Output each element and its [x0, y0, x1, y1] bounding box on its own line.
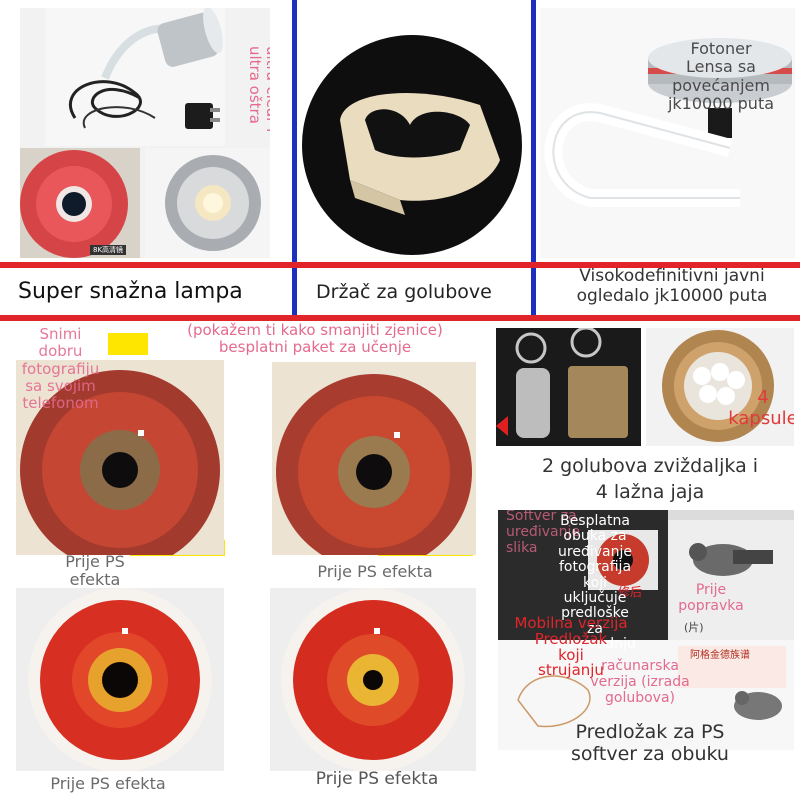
- software-overlay-b: Besplatna obuka za uređivanje fotografij…: [554, 513, 636, 653]
- software-overlay-c: Mobilna verzija Predložak koji strujanju: [514, 614, 628, 680]
- pedigree-header: [678, 646, 786, 688]
- before-repair-label: Prije popravka: [678, 582, 744, 615]
- divider-blue-1: [292, 0, 297, 315]
- whistle-caption: 2 golubova zviždaljka i 4 lažna jaja: [541, 455, 759, 503]
- eye-photo-2: [272, 362, 476, 555]
- software-panel: Prije popravka 修后 (片) 阿格金德族谱 Softver za …: [498, 510, 794, 750]
- pigeon-photo: [728, 678, 788, 730]
- red-line-bottom: [0, 315, 800, 321]
- eye-badge: 8K高清镜: [90, 245, 127, 256]
- lamp-illustration: [68, 8, 223, 129]
- divider-blue-2: [531, 0, 536, 315]
- eye-photo-3: [16, 588, 224, 771]
- eye-caption-4: Prije PS efekta: [315, 769, 439, 789]
- eye-caption-3: Prije PS efekta: [50, 774, 166, 793]
- pigeon-outline: [508, 660, 608, 740]
- software-caption: Predložak za PS softver za obuku: [571, 721, 729, 765]
- whistle-illustration: [496, 328, 628, 438]
- red-line-top: [0, 262, 800, 268]
- lamp-photo: [45, 8, 225, 146]
- led-lamp-photo: [145, 148, 270, 258]
- software-overlay-d: računarska verzija (izrada golubova): [590, 658, 690, 707]
- lens-illustration: [544, 38, 792, 207]
- lens-overlay-text: Fotoner Lensa sa povećanjem jk10000 puta: [667, 39, 775, 114]
- software-overlay-a: Softver za uređivanje slika: [506, 510, 580, 557]
- lens-label: Visokodefinitivni javni ogledalo jk10000…: [576, 266, 768, 306]
- eye-photo-4: [270, 588, 476, 771]
- holder-illustration: [302, 35, 522, 255]
- lamp-panel: Super svjetla, ultra-clear i ultra oštra…: [20, 8, 270, 258]
- after-repair-label: 修后: [618, 585, 643, 599]
- lamp-overlay-text: Super svjetla, ultra-clear i ultra oštra: [246, 46, 270, 132]
- lens-panel: Fotoner Lensa sa povećanjem jk10000 puta: [540, 8, 795, 258]
- lamp-label: Super snažna lampa: [18, 279, 243, 304]
- yellow-strip-1: [108, 333, 148, 355]
- holder-panel: [300, 10, 525, 260]
- pigeon-eye-thumb: [588, 530, 658, 590]
- eye-caption-2: Prije PS efekta: [317, 562, 433, 581]
- lamp-eye-closeup: 8K高清镜: [20, 148, 140, 258]
- eye-photo-1: [16, 360, 224, 555]
- capsules-label: 4 kapsule: [728, 387, 794, 429]
- before-repair-panel: [668, 520, 794, 640]
- whistle-panel: [496, 328, 641, 446]
- pedigree-title: 阿格金德族谱: [690, 650, 750, 661]
- chinese-stamp: (片): [684, 621, 704, 634]
- learning-package-note: (pokažem ti kako smanjiti zjenice) bespl…: [187, 321, 443, 357]
- eye-caption-1: Prije PS efekta: [65, 552, 125, 590]
- capsules-panel: 4 kapsule: [646, 328, 794, 446]
- phone-photo-note: Snimi dobru fotografiju sa svojim telefo…: [21, 325, 100, 412]
- capsules-illustration: [662, 330, 774, 442]
- holder-label: Držač za golubove: [316, 281, 492, 303]
